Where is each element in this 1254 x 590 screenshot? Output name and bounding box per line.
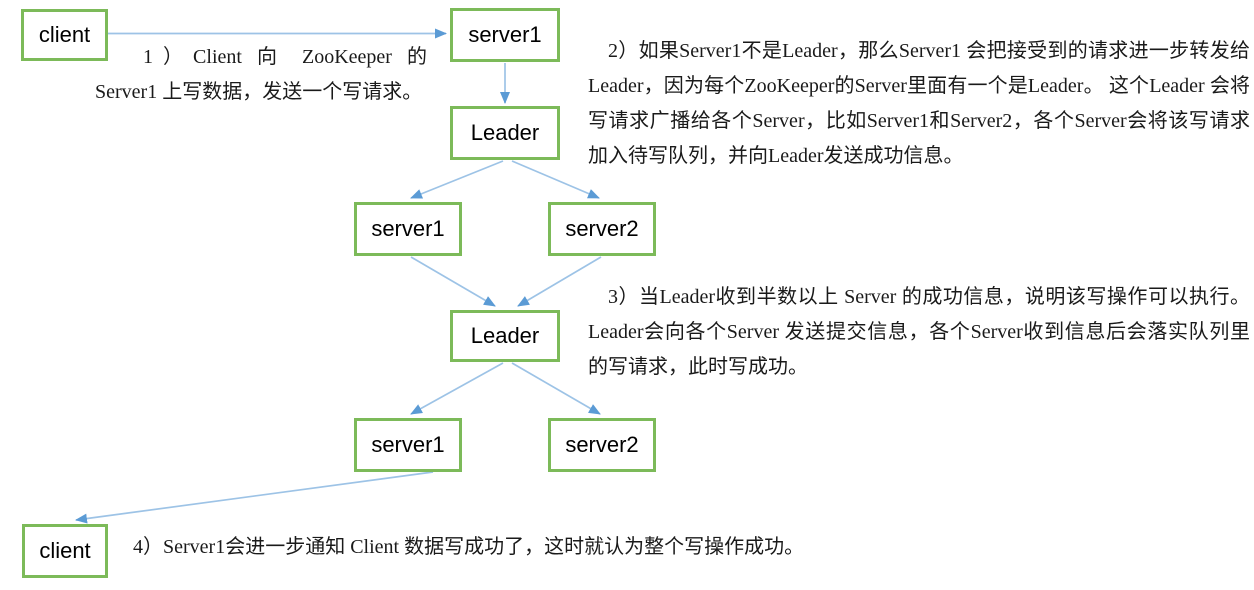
node-server1-middle: server1: [354, 202, 462, 256]
node-server2-middle: server2: [548, 202, 656, 256]
node-server1-top: server1: [450, 8, 560, 62]
arrow-leader-commit-to-server1: [410, 362, 504, 415]
node-label: client: [39, 538, 91, 563]
node-label: server1: [371, 432, 445, 457]
node-server1-bottom: server1: [354, 418, 462, 472]
node-client-top: client: [21, 9, 108, 61]
annotation-step-2: 2）如果Server1不是Leader，那么Server1 会把接受到的请求进一…: [588, 40, 1250, 167]
arrow-leader-to-server1-broadcast: [410, 160, 504, 199]
annotation-step-4: 4）Server1会进一步通知 Client 数据写成功了，这时就认为整个写操作…: [133, 536, 805, 558]
node-label: Leader: [470, 120, 540, 145]
arrow-server1-ack-to-leader: [410, 256, 496, 307]
arrow-server2-ack-to-leader: [517, 256, 602, 307]
node-label: client: [38, 22, 91, 47]
arrow-leader-commit-to-server2: [511, 362, 601, 415]
annotation-step-3: 3）当Leader收到半数以上 Server 的成功信息，说明该写操作可以执行。…: [588, 286, 1250, 378]
node-label: server2: [565, 216, 639, 241]
annotation-step-1: 1）Client 向 ZooKeeper 的 Server1 上写数据，发送一个…: [95, 46, 427, 103]
arrow-leader-to-server2-broadcast: [511, 160, 600, 199]
node-label: Leader: [470, 323, 540, 348]
arrow-server1-to-client-notify: [75, 471, 434, 524]
node-label: server2: [565, 432, 639, 457]
node-client-bottom: client: [22, 524, 108, 578]
node-leader-upper: Leader: [450, 106, 560, 160]
node-leader-lower: Leader: [450, 310, 560, 362]
node-server2-bottom: server2: [548, 418, 656, 472]
node-label: server1: [371, 216, 445, 241]
node-label: server1: [468, 22, 542, 47]
